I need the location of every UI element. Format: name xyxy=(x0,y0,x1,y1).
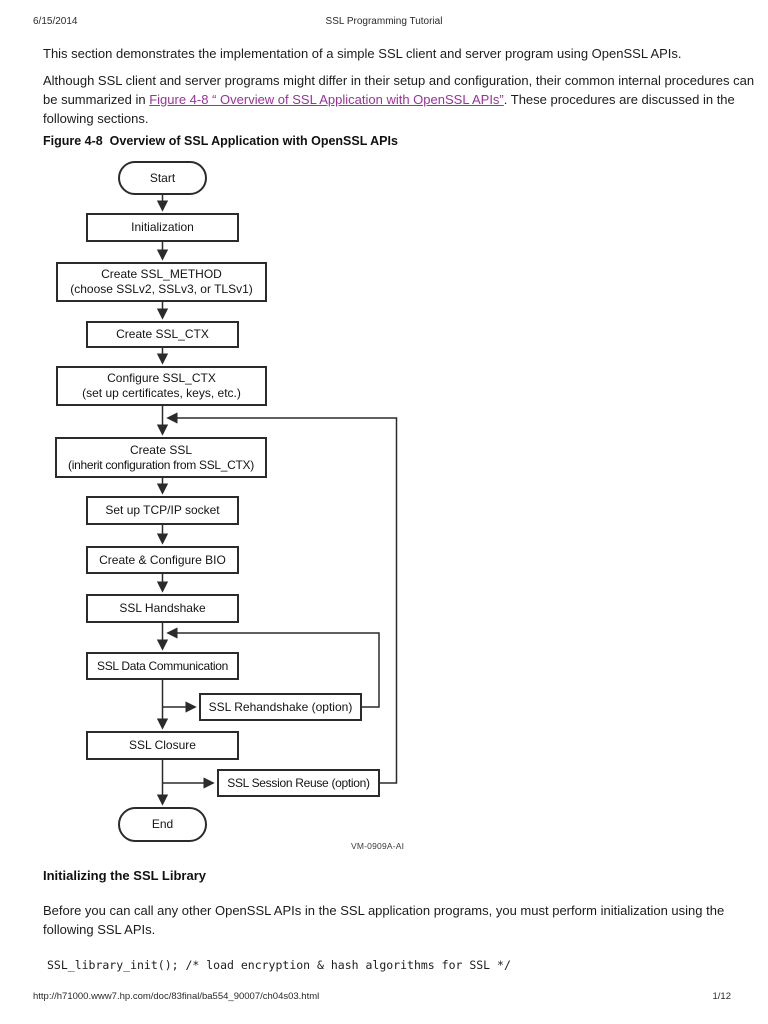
flow-node-create-ssl-method-line1: Create SSL_METHOD xyxy=(101,267,222,281)
flow-node-create-ssl-method: Create SSL_METHOD(choose SSLv2, SSLv3, o… xyxy=(56,262,267,302)
flow-node-create-ssl-ctx-label: Create SSL_CTX xyxy=(116,327,209,341)
intro-paragraph-2-text-before: Although SSL client and server programs … xyxy=(43,73,755,107)
flow-node-create-configure-bio: Create & Configure BIO xyxy=(86,546,239,574)
flow-node-create-ssl-line1: Create SSL xyxy=(129,442,193,457)
flowchart-figure: Start Initialization Create SSL_METHOD(c… xyxy=(0,150,768,864)
flow-node-ssl-rehandshake: SSL Rehandshake (option) xyxy=(199,693,362,721)
flow-node-create-ssl: Create SSL(inherit configuration from SS… xyxy=(55,437,267,478)
flow-node-ssl-handshake-label: SSL Handshake xyxy=(119,601,206,615)
flow-node-ssl-session-reuse-label: SSL Session Reuse (option) xyxy=(227,775,370,790)
intro-paragraph-2: Although SSL client and server programs … xyxy=(43,71,755,128)
footer-page-number: 1/12 xyxy=(712,991,732,1002)
section-paragraph: Before you can call any other OpenSSL AP… xyxy=(43,903,725,937)
code-snippet: SSL_library_init(); /* load encryption &… xyxy=(47,958,511,972)
intro-paragraph-1: This section demonstrates the implementa… xyxy=(43,46,682,61)
flow-node-configure-ssl-ctx-line1: Configure SSL_CTX xyxy=(107,371,216,385)
flow-node-initialization-label: Initialization xyxy=(131,220,194,234)
footer-url: http://h71000.www7.hp.com/doc/83final/ba… xyxy=(33,991,320,1002)
flow-node-end-label: End xyxy=(151,817,174,831)
flowchart-connectors xyxy=(156,195,398,806)
flow-node-start-label: Start xyxy=(149,170,176,185)
flow-node-ssl-session-reuse: SSL Session Reuse (option) xyxy=(217,769,380,797)
flow-node-ssl-handshake: SSL Handshake xyxy=(86,594,239,623)
header-date: 6/15/2014 xyxy=(33,16,78,27)
flow-node-configure-ssl-ctx-line2: (set up certificates, keys, etc.) xyxy=(82,386,241,400)
flow-node-create-ssl-ctx: Create SSL_CTX xyxy=(86,321,239,348)
flow-node-tcp-socket-label: Set up TCP/IP socket xyxy=(105,503,220,517)
figure-title: Figure 4-8 Overview of SSL Application w… xyxy=(43,134,398,148)
header-title: SSL Programming Tutorial xyxy=(325,16,443,27)
flow-node-create-configure-bio-label: Create & Configure BIO xyxy=(99,552,226,567)
flow-node-create-ssl-line2: (inherit configuration from SSL_CTX) xyxy=(68,457,254,472)
section-heading: Initializing the SSL Library xyxy=(43,868,207,883)
flow-node-end: End xyxy=(118,807,207,842)
intro-paragraph-2-text-after: . These procedures are discussed in the … xyxy=(43,92,735,126)
flow-node-ssl-closure-label: SSL Closure xyxy=(129,738,196,752)
flow-node-ssl-rehandshake-label: SSL Rehandshake (option) xyxy=(208,699,353,714)
figure-4-8-link[interactable]: Figure 4-8 “ Overview of SSL Application… xyxy=(149,92,504,107)
flow-node-create-ssl-method-line2: (choose SSLv2, SSLv3, or TLSv1) xyxy=(70,282,253,296)
flow-node-initialization: Initialization xyxy=(86,213,239,242)
flow-node-ssl-data-communication-label: SSL Data Communication xyxy=(96,658,229,673)
flow-node-ssl-closure: SSL Closure xyxy=(86,731,239,760)
flow-node-configure-ssl-ctx: Configure SSL_CTX(set up certificates, k… xyxy=(56,366,267,406)
diagram-id-label: VM-0909A-AI xyxy=(351,841,405,851)
flow-node-tcp-socket: Set up TCP/IP socket xyxy=(86,496,239,525)
flow-node-ssl-data-communication: SSL Data Communication xyxy=(86,652,239,680)
flow-node-start: Start xyxy=(118,161,207,195)
